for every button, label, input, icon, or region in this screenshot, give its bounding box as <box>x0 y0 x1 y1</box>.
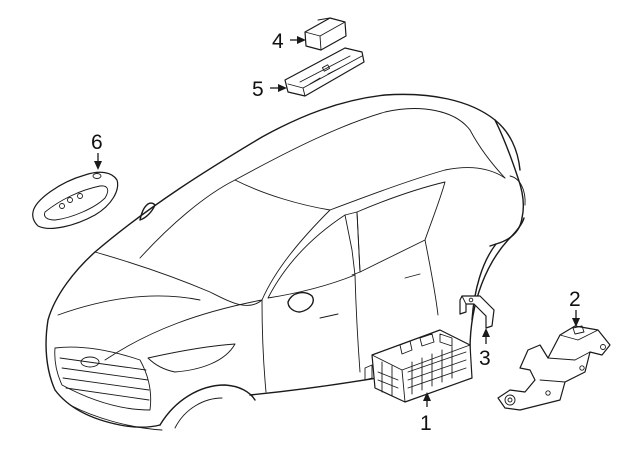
callout-label-4: 4 <box>272 30 284 53</box>
callout-label-1: 1 <box>420 412 432 435</box>
antenna-module-part <box>304 17 347 51</box>
key-fob-part <box>32 171 119 229</box>
callout-arrows <box>94 36 580 407</box>
callout-label-3: 3 <box>479 347 491 370</box>
callout-label-2: 2 <box>569 288 581 311</box>
mounting-bracket-part <box>497 325 611 411</box>
body-control-module-part <box>364 329 473 403</box>
callout-label-5: 5 <box>252 78 264 101</box>
module-bracket-part <box>284 47 365 97</box>
callout-label-6: 6 <box>91 131 103 154</box>
small-bracket-part <box>459 295 495 329</box>
